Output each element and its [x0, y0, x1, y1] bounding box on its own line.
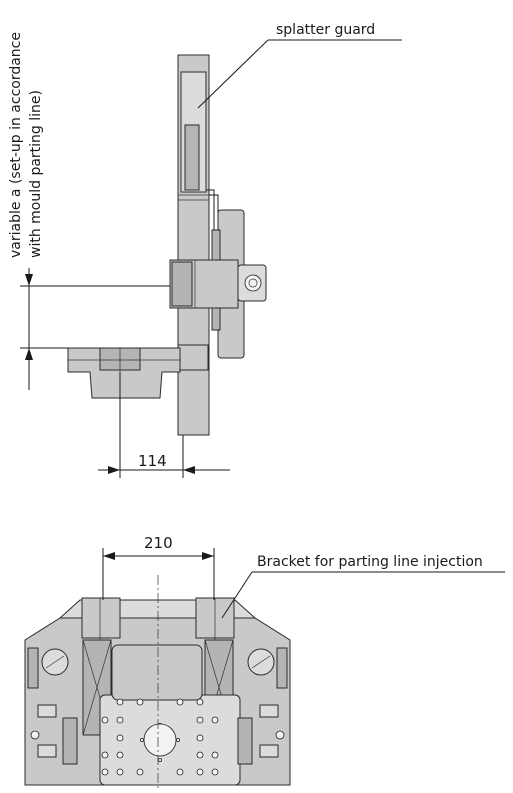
center-bore-icon — [143, 723, 177, 757]
splatter-guard-label: splatter guard — [276, 22, 375, 38]
dimension-210-label: 210 — [144, 534, 173, 552]
bracket-left — [81, 597, 121, 639]
dimension-114-label: 114 — [138, 452, 167, 470]
hole-pattern — [101, 698, 219, 776]
splatter-guard-leader — [197, 39, 269, 109]
variable-label-line1: variable a (set-up in accordance — [8, 32, 24, 258]
bracket-label: Bracket for parting line injection — [257, 554, 483, 570]
label-plate-left — [62, 717, 78, 765]
bracket-leader — [221, 571, 253, 619]
label-plate-right — [237, 717, 253, 765]
mould-block — [67, 347, 181, 399]
guard-inner — [184, 124, 200, 191]
side-view — [20, 39, 402, 478]
clamp-screw-icon — [244, 274, 262, 292]
front-view — [24, 548, 505, 790]
variable-label-line2: with mould parting line) — [28, 90, 44, 258]
